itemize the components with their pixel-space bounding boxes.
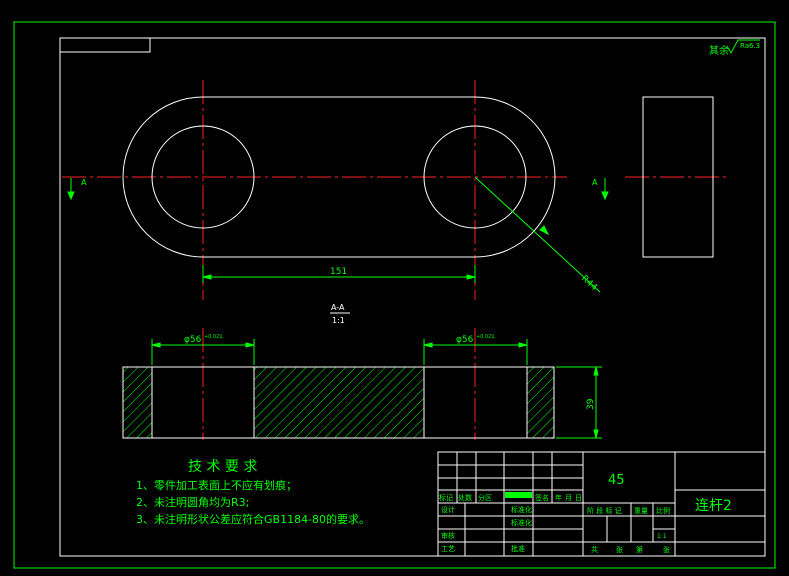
tb-stage: 阶 段 标 记	[587, 506, 622, 515]
tb-count: 处数	[458, 493, 472, 502]
tech-item-2: 2、未注明圆角均为R3;	[136, 495, 249, 509]
thickness-value: 39	[586, 398, 596, 410]
hatch-middle	[254, 367, 424, 438]
tech-requirements: 技 术 要 求 1、零件加工表面上不应有划痕； 2、未注明圆角均为R3; 3、未…	[136, 459, 370, 526]
section-mark-right	[601, 178, 609, 201]
tb-day: 日	[575, 494, 582, 502]
tb-sheet2: 张	[663, 545, 670, 554]
right-bore	[423, 125, 527, 229]
section-letter-right: A	[592, 178, 598, 187]
bore-right-dim	[423, 339, 528, 365]
bore-left-dim	[151, 339, 255, 365]
section-view	[122, 366, 555, 439]
section-title: A-A 1:1	[330, 303, 350, 325]
outer-frame	[13, 21, 776, 569]
tb-ratify: 批准	[511, 544, 525, 553]
tb-part-name: 连杆2	[695, 498, 732, 514]
tb-material: 45	[608, 473, 625, 488]
section-letter-left: A	[81, 178, 87, 187]
tb-review: 审核	[441, 531, 455, 540]
section-outline	[122, 366, 555, 439]
bore-right-tol: +0.021	[476, 334, 495, 340]
tb-year: 年	[555, 493, 562, 502]
tb-weight: 重量	[634, 507, 648, 515]
signature-bar	[505, 492, 532, 498]
tb-design: 设计	[441, 505, 455, 514]
inner-frame	[59, 37, 766, 557]
tb-process: 工艺	[441, 545, 455, 553]
center-distance-dim	[202, 265, 476, 283]
tb-sheets: 张	[616, 545, 623, 554]
tb-scale-value: 1:1	[657, 533, 667, 540]
center-distance-value: 151	[330, 267, 347, 277]
bore-left-tol: +0.021	[204, 334, 223, 340]
hatch-right	[527, 367, 554, 438]
tb-standardization: 标准化	[511, 505, 532, 514]
tb-zone: 分区	[478, 493, 492, 502]
centerlines	[62, 80, 728, 440]
tb-mark: 标记	[439, 493, 453, 502]
hatch-left	[123, 367, 152, 438]
bore-right-value: φ56	[456, 335, 474, 345]
left-bore	[151, 125, 255, 229]
radius-dim	[474, 176, 601, 293]
thickness-dim	[556, 366, 602, 439]
roughness-prefix: 其余	[709, 44, 729, 57]
bore-left-value: φ56	[184, 335, 202, 345]
tech-item-3: 3、未注明形状公差应符合GB1184-80的要求。	[136, 512, 370, 526]
roughness-note: 其余 Ra6.3	[709, 39, 760, 57]
tb-std-check: 标准化	[511, 518, 532, 527]
section-title-bottom: 1:1	[332, 316, 345, 325]
tb-sign: 签名	[535, 493, 549, 502]
radius-value: R44	[579, 274, 599, 293]
tb-total: 共	[591, 545, 598, 554]
tb-scale-label: 比例	[656, 506, 670, 515]
roughness-symbol-icon	[726, 39, 760, 55]
roughness-value: Ra6.3	[740, 42, 760, 50]
section-mark-left	[67, 178, 75, 201]
title-block-text: 标记 处数 分区 签名 年 月 日 设计 标准化 标准化 审核 工艺 批准 阶 …	[439, 493, 670, 554]
title-block	[437, 451, 766, 557]
tech-item-1: 1、零件加工表面上不应有划痕；	[136, 478, 297, 492]
code-box	[59, 37, 151, 53]
tech-title: 技 术 要 求	[188, 459, 257, 475]
tb-month: 月	[565, 494, 572, 502]
front-view	[122, 96, 556, 258]
tb-page: 第	[636, 545, 643, 554]
side-view	[642, 96, 714, 258]
link-outline	[122, 96, 556, 258]
section-title-top: A-A	[331, 303, 345, 312]
